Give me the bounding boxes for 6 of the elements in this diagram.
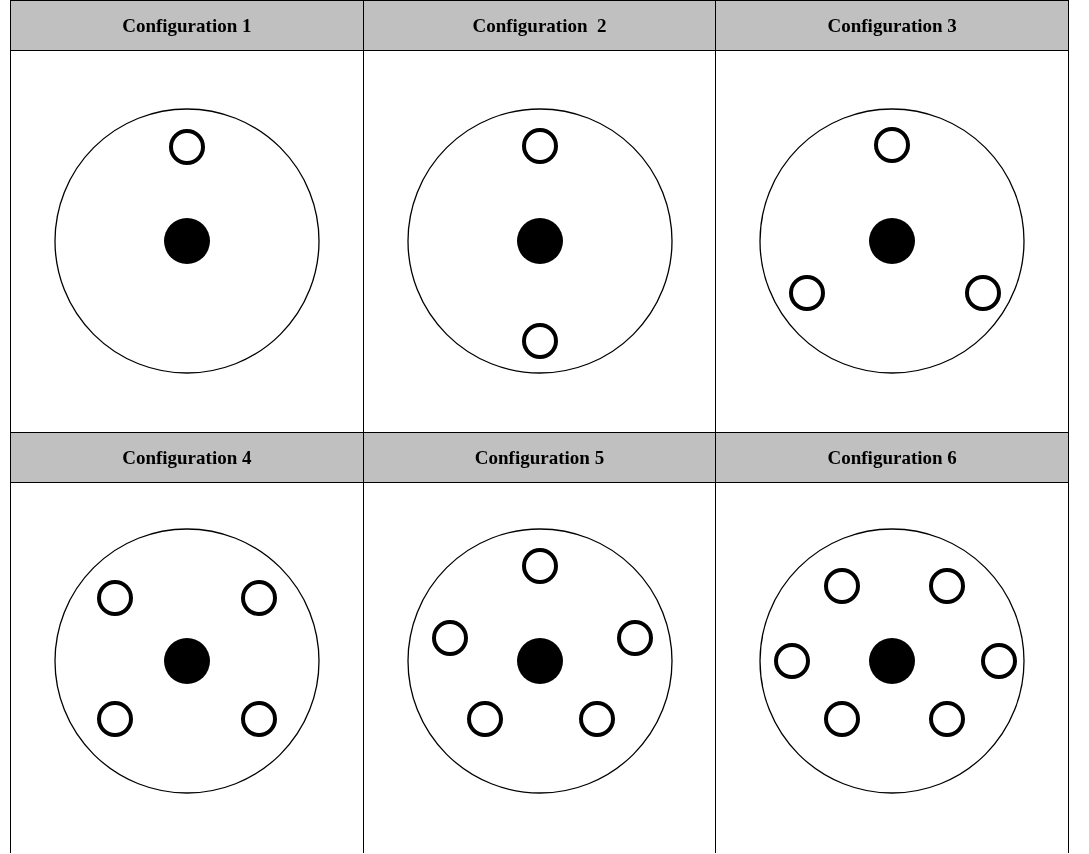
configuration-heading: Configuration 5	[474, 446, 605, 469]
configuration-heading: Configuration 4	[122, 446, 252, 469]
configuration-heading: Configuration 1	[122, 14, 252, 37]
configuration-heading: Configuration 3	[827, 14, 957, 37]
configuration-heading: Configuration 6	[827, 446, 957, 469]
configuration-heading: Configuration 2	[472, 14, 607, 37]
